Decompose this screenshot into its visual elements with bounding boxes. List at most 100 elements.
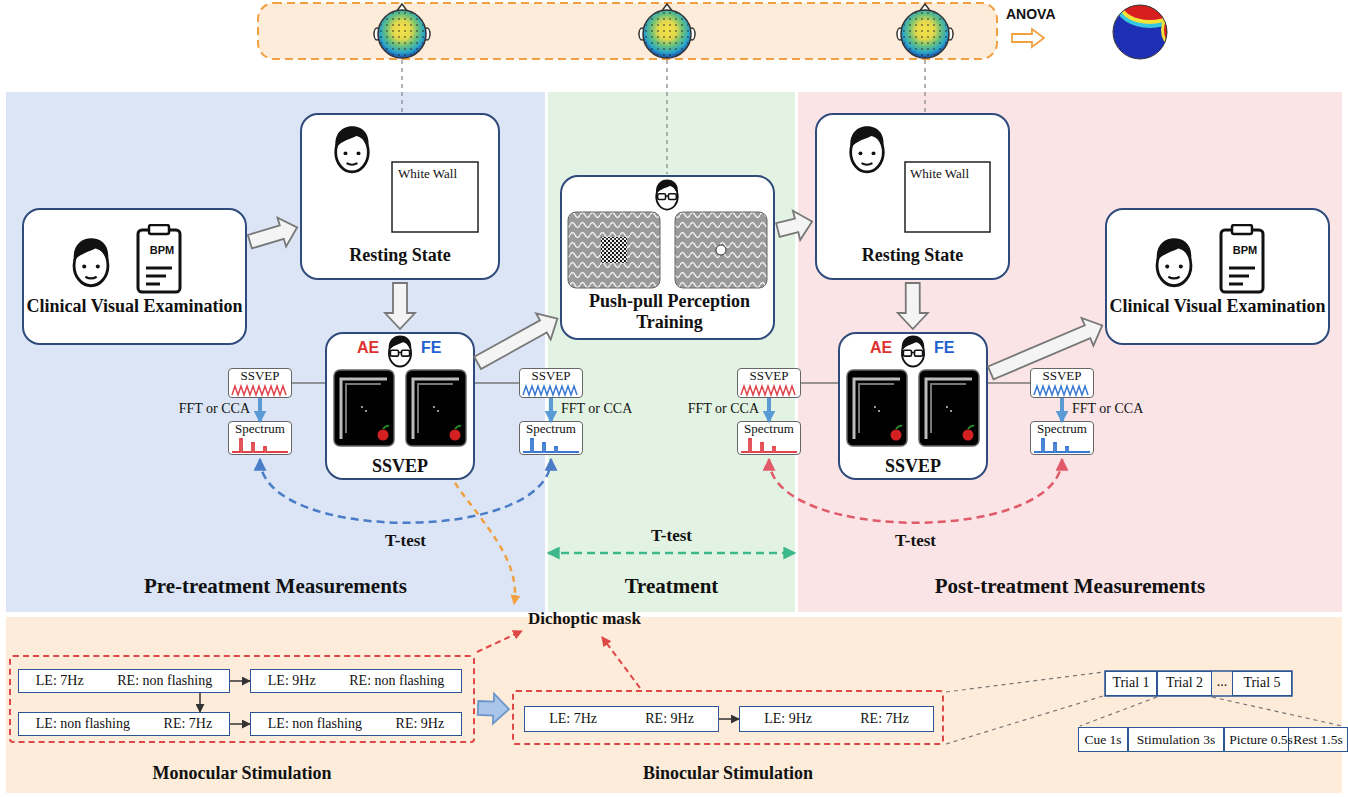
label-text: Treatment [548,574,795,598]
illustration-part [6,92,545,612]
spectrum-box: Spectrum [519,421,583,455]
illustration-part [374,4,430,58]
illustration-part [897,4,953,58]
illustration-part [568,212,660,288]
label-text: Resting State [302,245,498,266]
connector [292,382,325,384]
illustration-part [334,370,394,446]
illustration-part [232,439,288,452]
label-text: RE: 9Hz [396,716,445,732]
edge-label: T-test [385,531,426,551]
connector [801,382,838,384]
illustration-part [919,370,979,446]
label-text: Push-pull Perception Training [566,291,773,332]
panel-band: Pre-treatment MeasurementsBPMClinical Vi… [6,92,545,612]
timing-box: Picture 0.5s [1224,727,1298,752]
illustration-part [1116,0,1184,28]
label-text: LE: 9Hz [268,673,316,689]
illustration-part [392,162,478,232]
label-text: Spectrum [229,422,291,437]
connector [260,459,551,523]
trial-box: Trial 1 [1105,671,1157,696]
connector [1060,398,1064,421]
illustration-part [1034,439,1090,452]
signal-box: SSVEP [228,368,292,398]
illustration-part [847,370,907,446]
label-text: Clinical Visual Examination [1107,296,1328,317]
label-text: LE: 9Hz [764,711,812,727]
spectrum-box: Spectrum [228,421,292,455]
connector [385,283,415,329]
illustration-part [656,179,678,209]
label-text: RE: non flashing [117,673,212,689]
illustration-part [905,162,990,232]
panel-band: Post-treatment Measurements White WallRes… [798,92,1342,612]
illustration-part [1161,15,1179,45]
trial-box: Trial 2 [1157,671,1212,696]
illustration-part [477,631,522,652]
label-text: Resting State [817,245,1008,266]
group-box: Binocular StimulationLE: 7HzRE: 9HzLE: 9… [512,690,944,745]
illustration-part [1221,225,1263,292]
label-text: Spectrum [1031,422,1093,437]
connector [258,398,262,421]
label-text: Spectrum [738,422,800,437]
connector [548,552,795,555]
timing-box: Rest 1.5s [1288,727,1348,752]
label-text: SSVEP [520,369,582,384]
illustration-part [1034,386,1088,395]
illustration-part [850,126,883,172]
illustration-part [741,439,797,452]
illustration-part [258,3,997,59]
exam-box: BPMClinical Visual Examination [22,208,247,345]
illustration-part [1012,29,1044,47]
trial-box: Trial 5 [1232,671,1292,696]
label-text: Post-treatment Measurements [798,574,1342,598]
sequence-box: LE: non flashingRE: 7Hz [18,712,230,736]
sequence-box: LE: 9Hz RE: non flashing [250,669,462,693]
illustration-part [335,126,368,172]
label-text: Trial 1 [1112,675,1149,691]
ssvep-box: AEFESSVEP [325,332,475,480]
exam-box: BPM Clinical Visual Examination [1105,208,1330,345]
illustration-part [406,370,466,446]
label-text: White Wall [910,167,969,182]
timing-box: Cue 1s [1078,727,1128,752]
connector [199,693,201,712]
label-text: RE: 7Hz [164,716,213,732]
label-text: Picture 0.5s [1229,732,1293,748]
illustration-part [548,92,795,612]
illustration-part [1122,0,1178,20]
illustration-part [1080,697,1342,726]
connector [769,459,1062,523]
label-text: RE: non flashing [349,673,444,689]
connector [475,382,519,384]
signal-box: SSVEP [737,368,801,398]
illustration-part [1164,17,1178,43]
connector [898,283,928,329]
edge-label: FFT or CCA [1072,401,1143,417]
label-text: SSVEP [327,456,473,477]
resting-box: White WallResting State [815,113,1010,280]
label-text: Stimulation 3s [1137,732,1215,748]
sequence-box: LE: 7HzRE: 9Hz [524,706,719,732]
connector [478,694,509,724]
group-box: Monocular StimulationLE: 7HzRE: non flas… [9,655,475,743]
illustration-part [6,617,1342,793]
edge-label: FFT or CCA [688,401,759,417]
signal-box: SSVEP [1030,368,1094,398]
label-text: Clinical Visual Examination [24,296,245,317]
connector [776,211,812,240]
connector [230,680,250,682]
free-label: ... [1212,674,1232,690]
ssvep-box: AEFESSVEP [838,332,988,480]
illustration-part [1113,5,1167,59]
label-text: AE [870,339,892,357]
label-text: FE [934,339,954,357]
illustration-part [1113,5,1167,59]
label-text: Rest 1.5s [1293,732,1343,748]
connector [230,723,250,725]
label-text: BPM [1225,244,1265,257]
illustration-part [601,237,627,263]
sequence-box: LE: 9HzRE: 7Hz [739,706,934,732]
